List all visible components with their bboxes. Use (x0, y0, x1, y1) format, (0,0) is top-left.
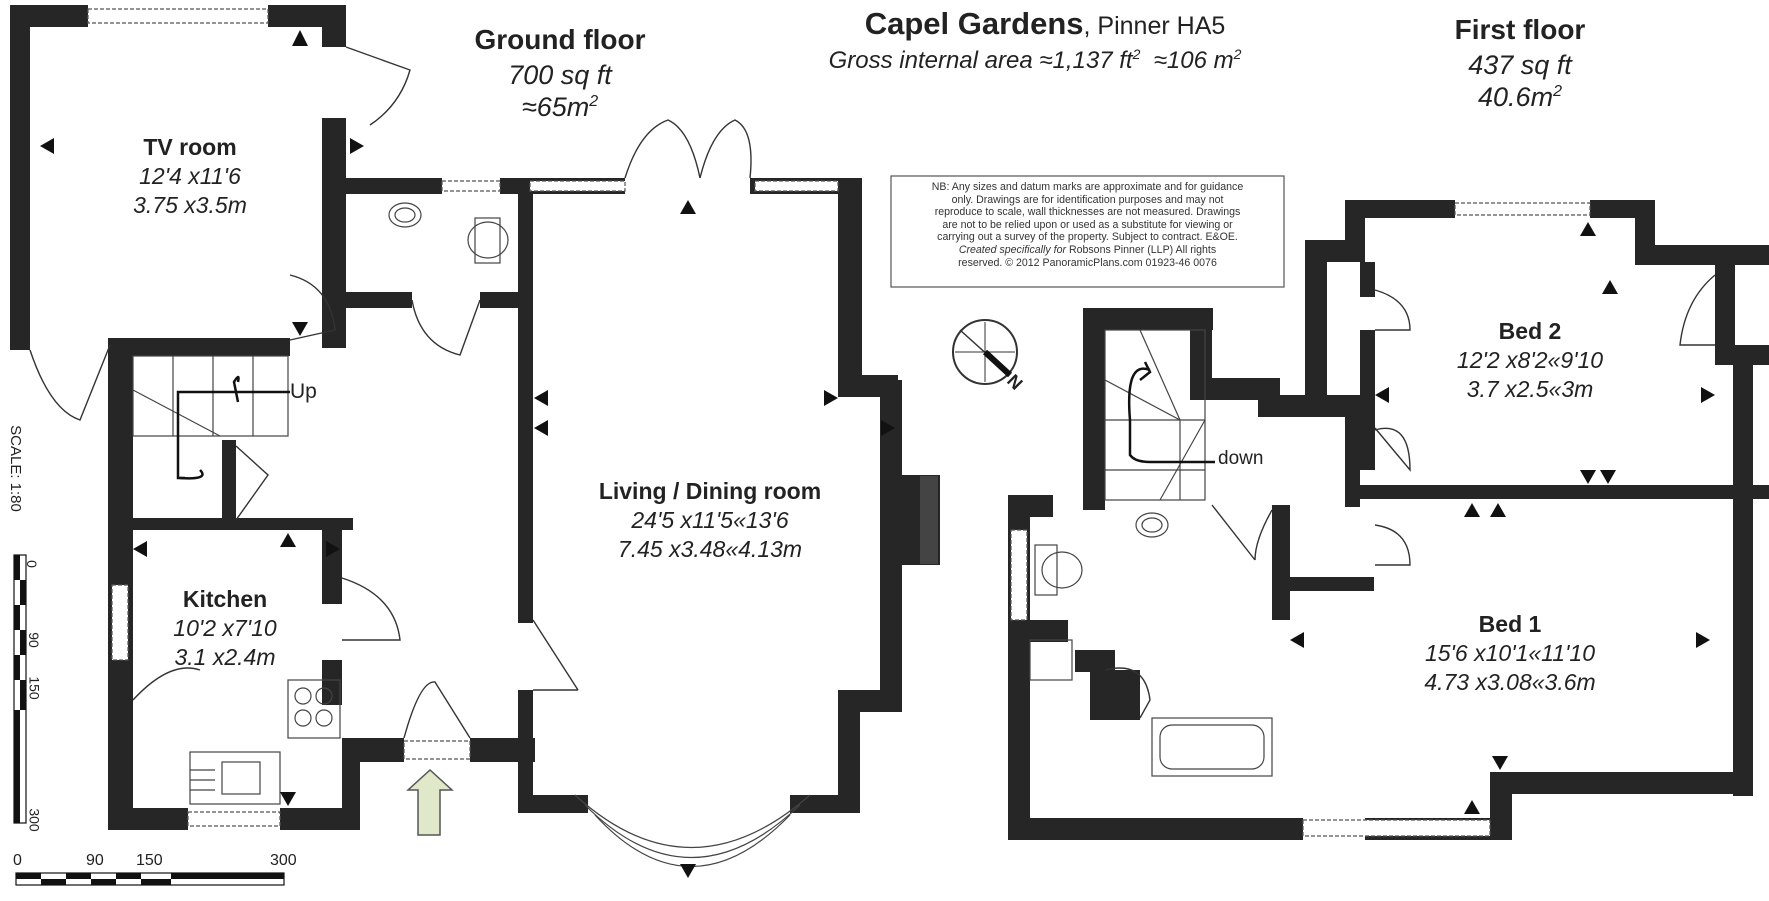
tv-room-name: TV room (143, 134, 237, 160)
disclaimer-line: are not to be relied upon or used as a s… (942, 218, 1233, 231)
bed2-name: Bed 2 (1498, 318, 1562, 344)
ground-floor-stairs (132, 355, 290, 480)
first-floor-title: First floor (1454, 14, 1586, 45)
ground-floor-sqm-sup: 2 (589, 93, 599, 110)
first-floor-doors (1104, 274, 1716, 719)
first-floor-fixtures (1029, 512, 1273, 777)
first-floor-sqm-sup: 2 (1553, 83, 1562, 100)
first-floor-datum-marks (1290, 222, 1715, 814)
disclaimer-line: only. Drawings are for identification pu… (951, 193, 1224, 206)
disclaimer-created-for: Created specifically for (958, 243, 1066, 256)
disclaimer-line: Created specifically for Robsons Pinner … (896, 244, 1279, 257)
living-metric: 7.45 x3.48«4.13m (617, 536, 803, 562)
compass-icon (952, 319, 1018, 385)
ground-floor-windows (87, 8, 839, 868)
kitchen-imperial: 10'2 x7'10 (173, 615, 277, 641)
bed2-imperial: 12'2 x8'2«9'10 (1456, 347, 1604, 373)
room-label-kitchen: Kitchen 10'2 x7'10 3.1 x2.4m (140, 585, 310, 672)
entrance-arrow (406, 768, 454, 836)
header-title: Capel Gardens, Pinner HA5 (780, 6, 1310, 42)
ground-floor-doors (29, 46, 752, 739)
vertical-scale-tick: 0 (23, 560, 40, 568)
living-name: Living / Dining room (598, 478, 822, 504)
first-floor-stairs (1104, 329, 1215, 501)
ground-floor-walls (10, 5, 940, 830)
bed1-metric: 4.73 x3.08«3.6m (1424, 669, 1596, 695)
vertical-scale-bar (13, 554, 27, 824)
room-label-bed1: Bed 1 15'6 x10'1«11'10 4.73 x3.08«3.6m (1395, 610, 1625, 697)
bed2-metric: 3.7 x2.5«3m (1466, 376, 1594, 402)
horizontal-scale-bar (15, 872, 285, 886)
tv-room-imperial: 12'4 x11'6 (139, 163, 241, 189)
ground-floor-datum-marks (40, 30, 895, 878)
disclaimer-line: reproduce to scale, wall thicknesses are… (934, 206, 1241, 219)
horizontal-scale-tick: 0 (13, 852, 22, 869)
horizontal-scale-tick: 150 (136, 852, 163, 869)
horizontal-scale-tick: 90 (86, 852, 104, 869)
ground-floor-title: Ground floor (474, 24, 646, 55)
scale-label: SCALE: 1:80 (6, 425, 24, 512)
disclaimer-text: NB: Any sizes and datum marks are approx… (896, 181, 1279, 269)
room-label-tv-room: TV room 12'4 x11'6 3.75 x3.5m (100, 133, 280, 220)
gross-internal-area: Gross internal area ≈1,137 ft2 ≈106 m2 (760, 46, 1310, 75)
first-floor-sqm: 40.6m2 (1410, 82, 1630, 113)
stairs-up-label: Up (290, 380, 317, 403)
first-floor-sqft: 437 sq ft (1468, 50, 1572, 80)
bed1-imperial: 15'6 x10'1«11'10 (1424, 640, 1596, 666)
kitchen-name: Kitchen (182, 586, 268, 612)
first-floor-sqm-value: 40.6m (1478, 82, 1554, 112)
horizontal-scale-tick: 300 (270, 852, 297, 869)
property-location: , Pinner HA5 (1083, 12, 1226, 40)
room-label-bed2: Bed 2 12'2 x8'2«9'10 3.7 x2.5«3m (1430, 317, 1630, 404)
living-imperial: 24'5 x11'5«13'6 (631, 507, 789, 533)
stairs-down-label: down (1218, 448, 1264, 469)
ground-floor-fixtures (189, 202, 938, 805)
vertical-scale-tick: 90 (25, 632, 42, 648)
disclaimer-line: NB: Any sizes and datum marks are approx… (931, 181, 1244, 193)
tv-room-metric: 3.75 x3.5m (133, 192, 247, 218)
room-label-living: Living / Dining room 24'5 x11'5«13'6 7.4… (570, 477, 850, 564)
ground-floor-sqm: ≈65m2 (450, 92, 670, 123)
disclaimer-line: reserved. © 2012 PanoramicPlans.com 0192… (958, 256, 1217, 269)
area-ft-sup: 2 (1132, 46, 1141, 62)
ground-floor-sqft: 700 sq ft (508, 60, 612, 90)
area-m: ≈106 m (1153, 47, 1234, 74)
property-name: Capel Gardens (864, 6, 1084, 41)
bed1-name: Bed 1 (1478, 611, 1542, 637)
ground-floor-sqm-value: ≈65m (521, 92, 590, 122)
area-m-sup: 2 (1233, 46, 1242, 62)
area-ft: Gross internal area ≈1,137 ft (828, 47, 1133, 74)
disclaimer-box (890, 175, 1285, 288)
disclaimer-rights: Robsons Pinner (LLP) All rights (1066, 243, 1217, 256)
first-floor-walls (1008, 200, 1769, 840)
kitchen-metric: 3.1 x2.4m (174, 644, 276, 670)
disclaimer-line: carrying out a survey of the property. S… (937, 231, 1238, 244)
vertical-scale-tick: 150 (26, 676, 43, 700)
vertical-scale-tick: 300 (26, 808, 43, 832)
first-floor-windows (1010, 202, 1591, 837)
